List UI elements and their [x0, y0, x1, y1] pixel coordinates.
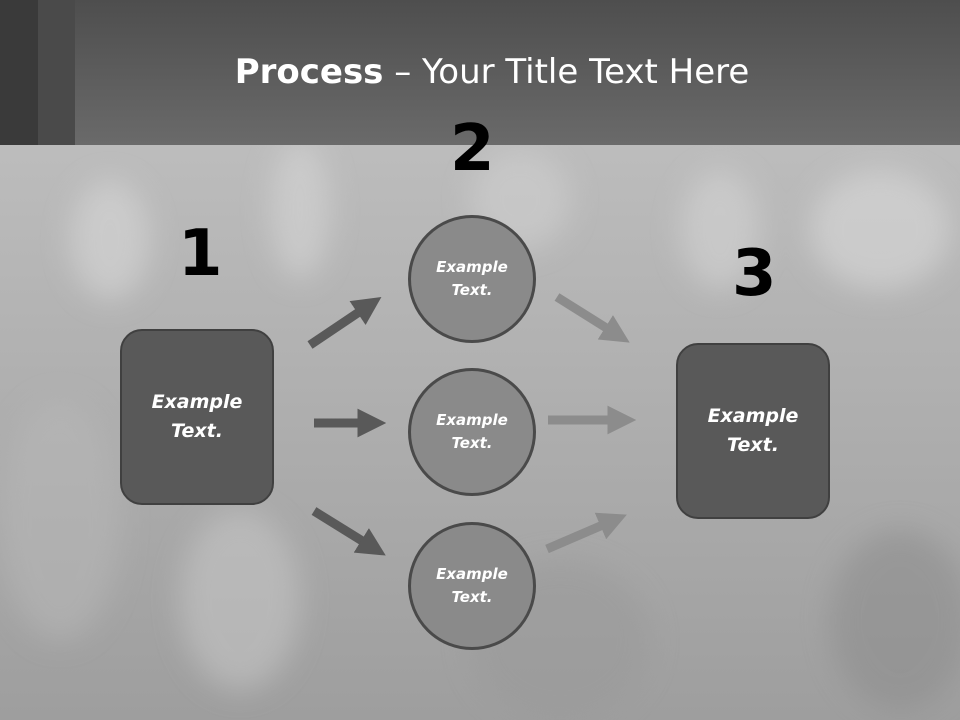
step-number-1: 1	[178, 217, 223, 291]
box-right-text: Example Text.	[707, 405, 799, 456]
header-accent-dark	[0, 0, 38, 145]
step-number-3: 3	[732, 237, 777, 311]
circle-top-text: Example Text.	[436, 258, 508, 299]
arrow-to-bottom-circle	[311, 507, 386, 556]
process-circle-top: Example Text.	[408, 215, 536, 343]
step-number-2: 2	[450, 112, 495, 186]
arrow-to-top-circle	[307, 296, 382, 349]
arrow-from-bottom-circle	[545, 512, 627, 554]
process-circle-bottom: Example Text.	[408, 522, 536, 650]
title-bold: Process	[234, 52, 384, 92]
circle-middle-text: Example Text.	[436, 411, 508, 452]
process-box-right: Example Text.	[676, 343, 830, 519]
title-bar	[0, 0, 960, 145]
process-circle-middle: Example Text.	[408, 368, 536, 496]
title-rest: – Your Title Text Here	[383, 52, 750, 92]
circle-bottom-text: Example Text.	[436, 565, 508, 606]
slide-title: Process – Your Title Text Here	[0, 52, 960, 92]
header-accent	[38, 0, 75, 145]
box-left-text: Example Text.	[151, 391, 243, 442]
arrow-from-top-circle	[554, 293, 630, 343]
process-box-left: Example Text.	[120, 329, 274, 505]
